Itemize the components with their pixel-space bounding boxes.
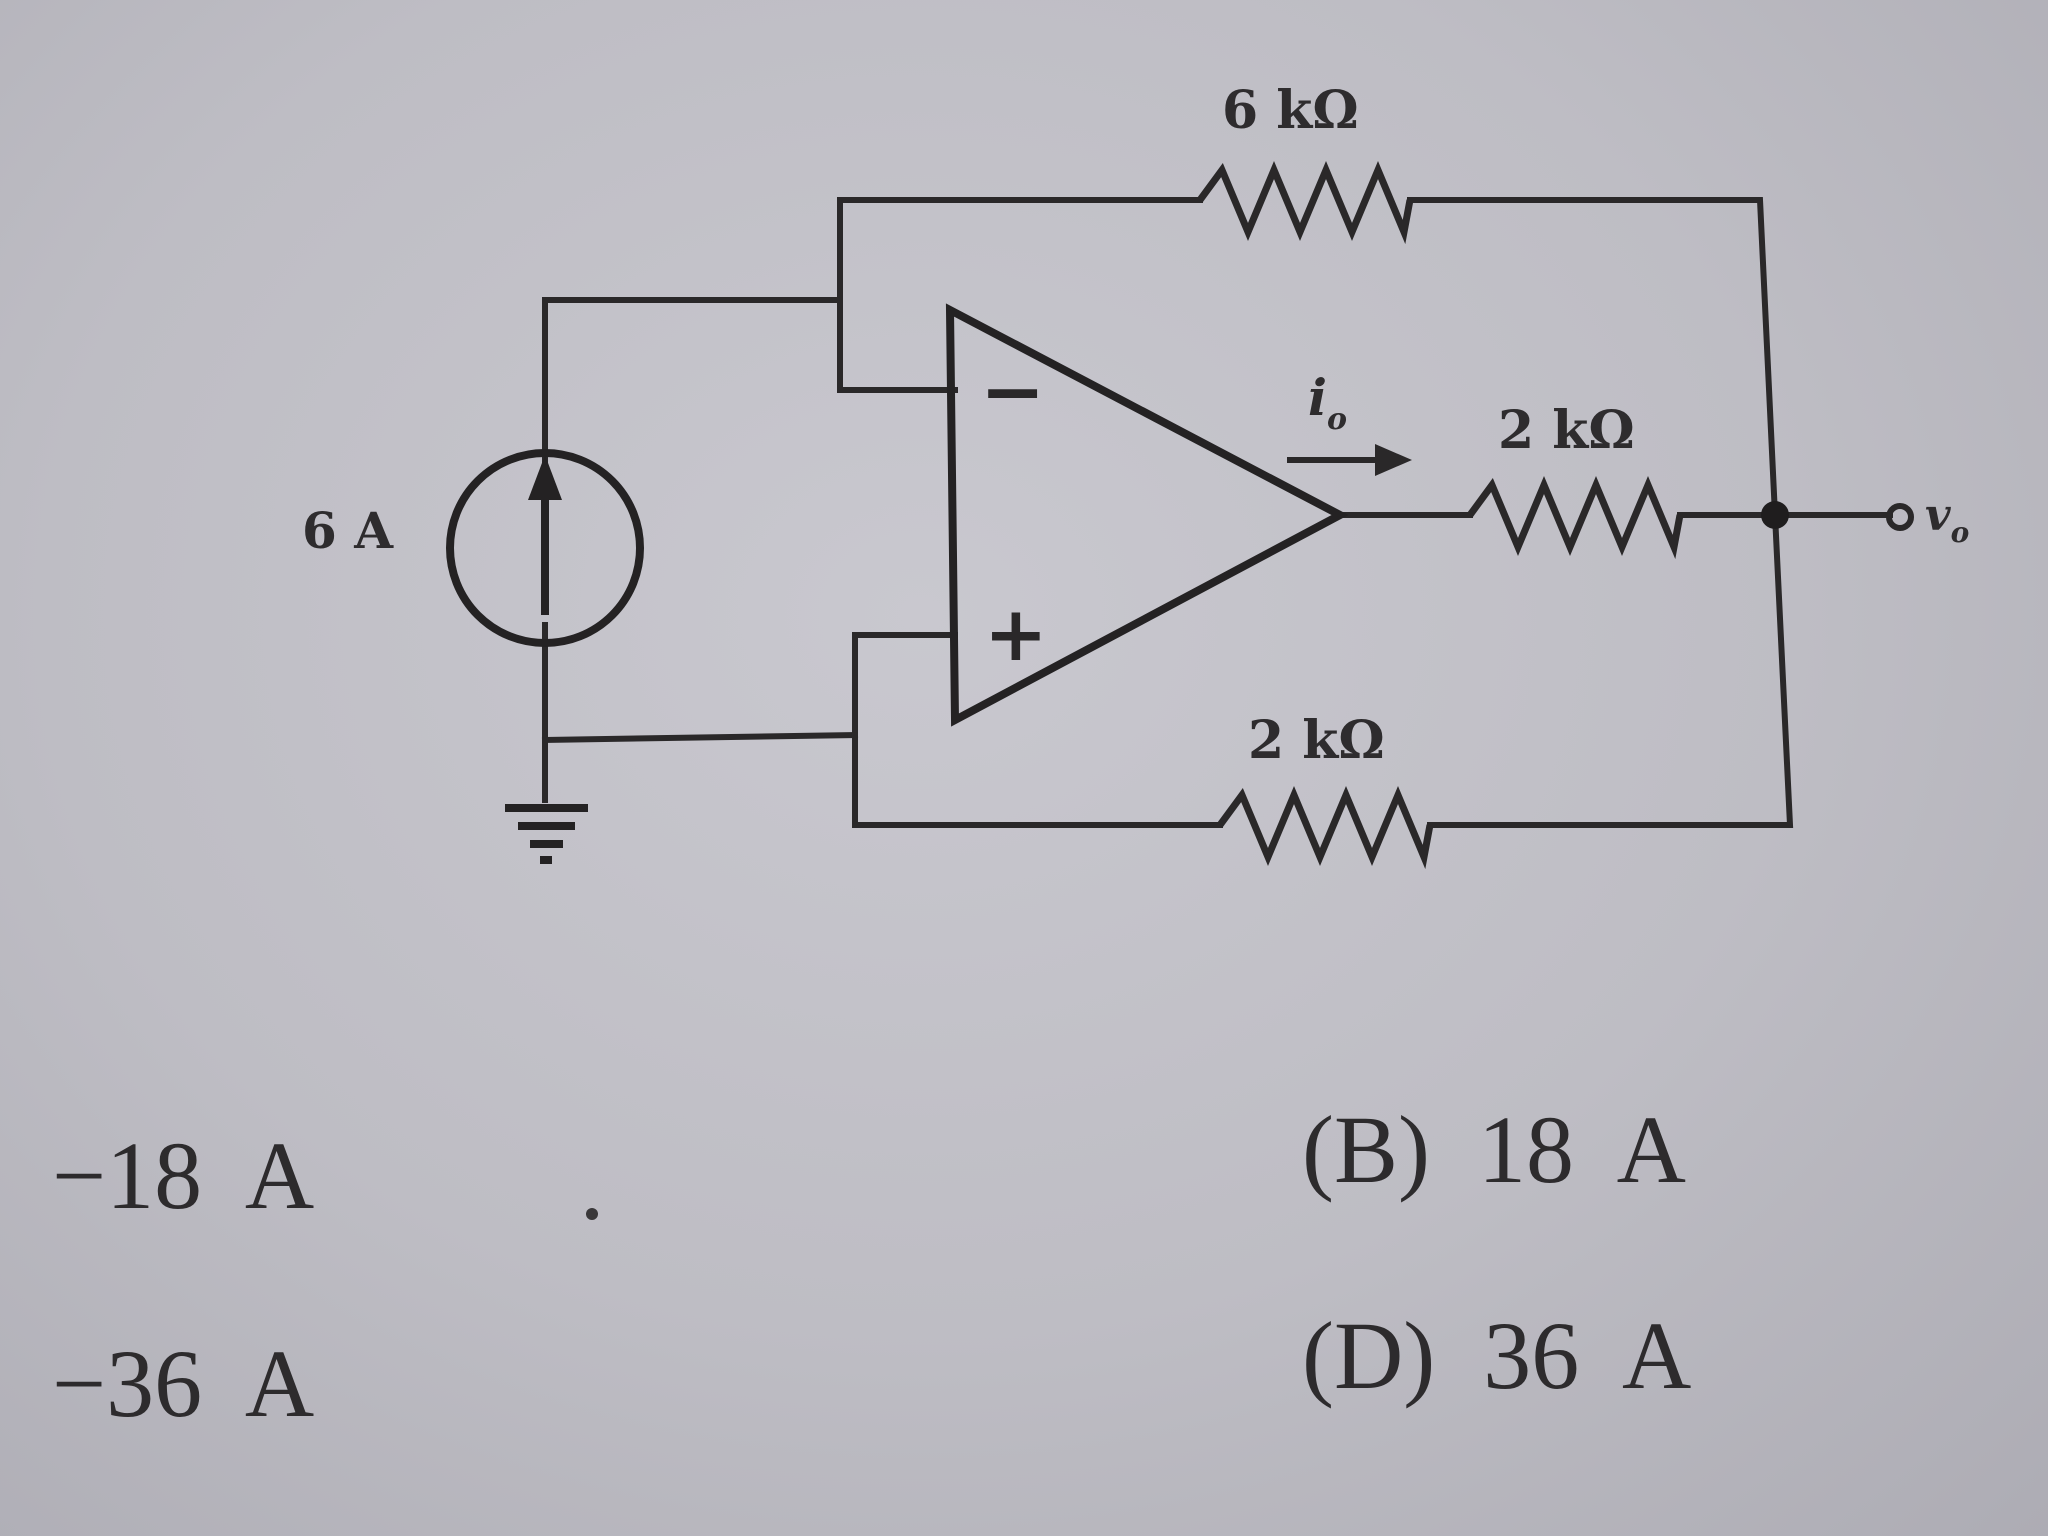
choice-a[interactable]: −18 A bbox=[52, 1122, 315, 1229]
current-arrow-icon bbox=[1287, 444, 1412, 476]
resistor-output-2k bbox=[1467, 475, 1684, 560]
wire-bottom-left bbox=[852, 632, 1223, 828]
resistor-feedback-6k bbox=[1197, 160, 1414, 245]
ground-icon bbox=[505, 804, 588, 864]
label-resistor-output-2k: 2 kΩ bbox=[1498, 400, 1635, 461]
current-source bbox=[446, 449, 644, 647]
current-source-arrow-head bbox=[528, 455, 562, 500]
label-resistor-6k: 6 kΩ bbox=[1222, 80, 1359, 141]
wire-ground-link bbox=[541, 731, 859, 744]
wire-right-down bbox=[1427, 511, 1794, 828]
output-node-dot bbox=[1761, 501, 1789, 529]
print-speck bbox=[586, 1208, 598, 1220]
label-output-vo: vo bbox=[1925, 490, 1969, 549]
wire-inverting-input bbox=[837, 197, 958, 393]
output-terminal bbox=[1886, 503, 1914, 531]
opamp-minus-sign: − bbox=[980, 346, 1045, 437]
choice-c[interactable]: −36 A bbox=[52, 1330, 315, 1437]
choice-d[interactable]: (D) 36 A bbox=[1302, 1302, 1692, 1409]
label-current-io: io bbox=[1308, 368, 1347, 437]
resistor-bottom-2k bbox=[1217, 785, 1434, 870]
wires bbox=[541, 197, 1893, 828]
wire-source-top bbox=[542, 297, 843, 473]
opamp-plus-sign: + bbox=[984, 589, 1048, 678]
choice-b[interactable]: (B) 18 A bbox=[1302, 1096, 1686, 1203]
wire-feedback-right bbox=[1407, 197, 1779, 519]
current-source-circle bbox=[446, 449, 644, 647]
label-source-6a: 6 A bbox=[302, 501, 394, 560]
opamp-triangle bbox=[945, 303, 1349, 727]
label-resistor-bottom-2k: 2 kΩ bbox=[1248, 710, 1385, 771]
